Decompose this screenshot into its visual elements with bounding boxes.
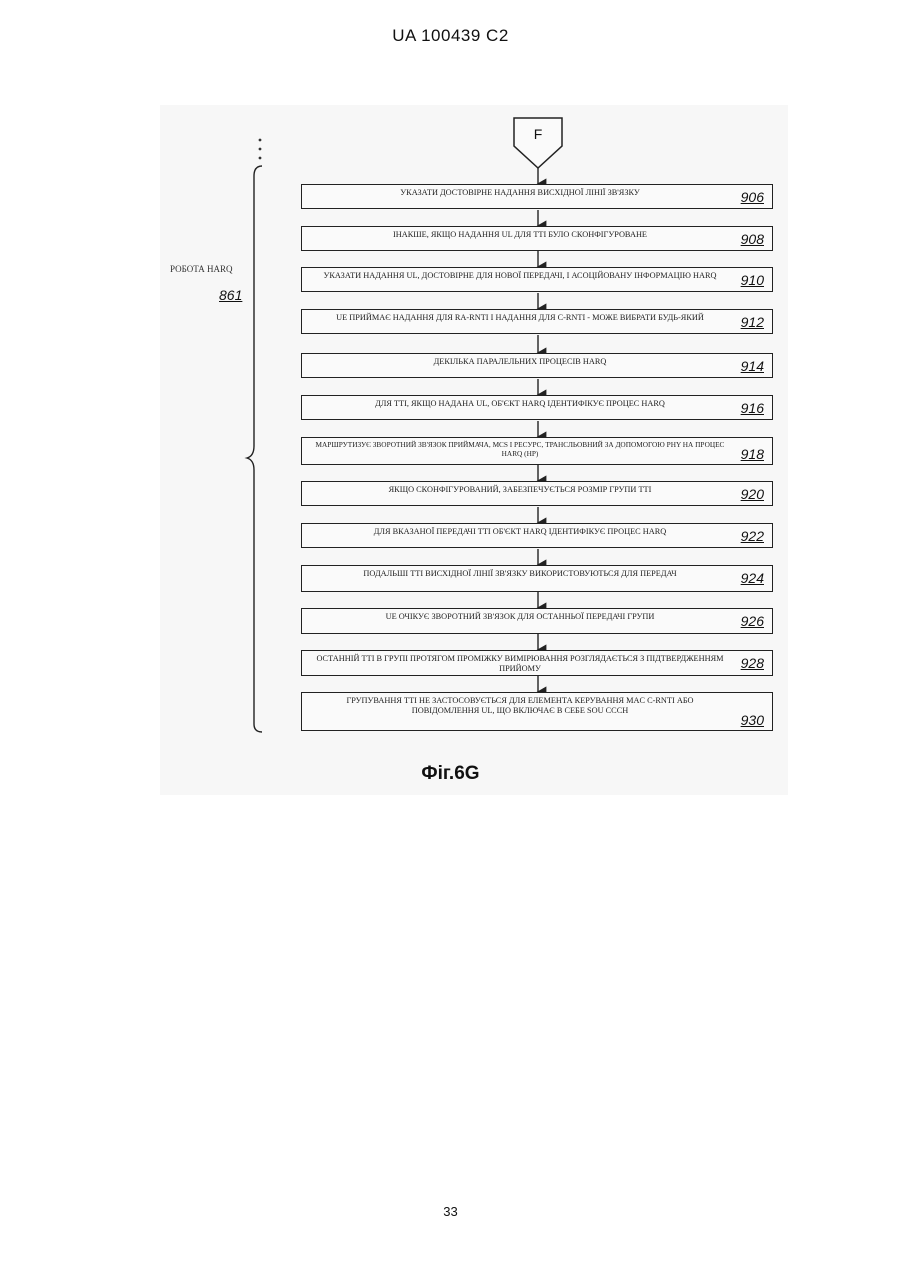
continuation-dot xyxy=(259,148,262,151)
step-ref: 910 xyxy=(741,272,764,288)
continuation-dot xyxy=(259,157,262,160)
step-916: Для TTI, якщо надана UL, об'єкт HARQ іде… xyxy=(301,395,773,420)
step-text: Інакше, якщо надання UL для TTI було ско… xyxy=(312,230,728,240)
step-908: Інакше, якщо надання UL для TTI було ско… xyxy=(301,226,773,251)
step-text: Якщо сконфігурований, забезпечується роз… xyxy=(312,485,728,495)
step-text: Маршрутизує зворотний зв'язок приймача, … xyxy=(312,440,728,458)
step-ref: 926 xyxy=(741,613,764,629)
step-ref: 906 xyxy=(741,189,764,205)
step-920: Якщо сконфігурований, забезпечується роз… xyxy=(301,481,773,506)
step-text: Указати достовірне надання висхідної лін… xyxy=(312,188,728,198)
step-text: Для вказаної передачі TTI об'єкт HARQ ід… xyxy=(312,527,728,537)
step-ref: 912 xyxy=(741,314,764,330)
harq-brace xyxy=(247,166,262,732)
step-text: Указати надання UL, достовірне для нової… xyxy=(312,271,728,281)
step-ref: 920 xyxy=(741,486,764,502)
continuation-dot xyxy=(259,139,262,142)
step-926: UE очікує зворотний зв'язок для останньо… xyxy=(301,608,773,634)
page-number: 33 xyxy=(0,1204,901,1219)
step-text: UE очікує зворотний зв'язок для останньо… xyxy=(312,612,728,622)
step-ref: 928 xyxy=(741,655,764,671)
step-ref: 922 xyxy=(741,528,764,544)
step-text: Для TTI, якщо надана UL, об'єкт HARQ іде… xyxy=(312,399,728,409)
figure-caption: Фіг.6G xyxy=(0,763,901,785)
step-906: Указати достовірне надання висхідної лін… xyxy=(301,184,773,209)
step-918: Маршрутизує зворотний зв'язок приймача, … xyxy=(301,437,773,465)
step-914: Декілька паралельних процесів HARQ 914 xyxy=(301,353,773,378)
step-ref: 916 xyxy=(741,400,764,416)
step-text: Подальші TTI висхідної лінії зв'язку вик… xyxy=(312,569,728,579)
step-ref: 914 xyxy=(741,358,764,374)
step-912: UE приймає надання для RA-RNTI і надання… xyxy=(301,309,773,334)
step-text: Декілька паралельних процесів HARQ xyxy=(312,357,728,367)
step-ref: 930 xyxy=(741,712,764,728)
step-ref: 908 xyxy=(741,231,764,247)
step-924: Подальші TTI висхідної лінії зв'язку вик… xyxy=(301,565,773,592)
step-text: Групування TTI не застосовується для еле… xyxy=(312,696,728,715)
step-910: Указати надання UL, достовірне для нової… xyxy=(301,267,773,292)
step-ref: 924 xyxy=(741,570,764,586)
step-922: Для вказаної передачі TTI об'єкт HARQ ід… xyxy=(301,523,773,548)
harq-operation-label: РОБОТА HARQ xyxy=(170,264,233,274)
step-930: Групування TTI не застосовується для еле… xyxy=(301,692,773,731)
step-ref: 918 xyxy=(741,446,764,462)
step-928: Останній TTI в групі протягом проміжку в… xyxy=(301,650,773,676)
harq-operation-ref: 861 xyxy=(219,287,242,303)
step-text: UE приймає надання для RA-RNTI і надання… xyxy=(312,313,728,323)
step-text: Останній TTI в групі протягом проміжку в… xyxy=(312,654,728,673)
off-page-connector-label: F xyxy=(526,126,550,142)
